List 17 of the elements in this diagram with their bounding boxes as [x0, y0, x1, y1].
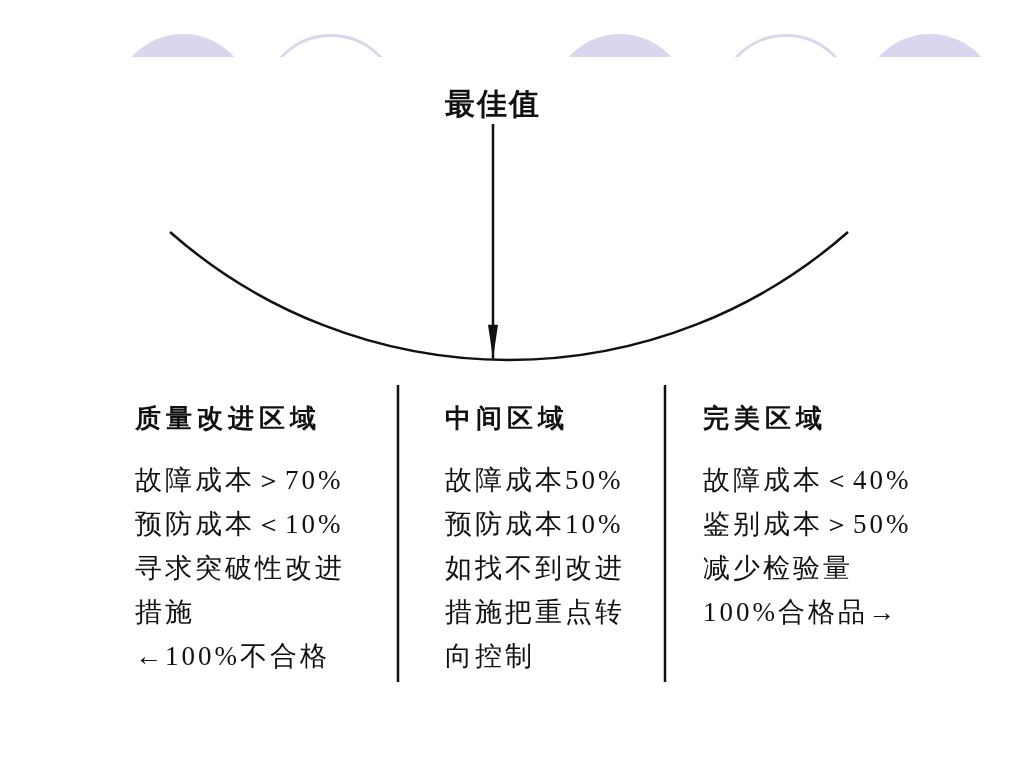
cost-curve	[168, 230, 850, 362]
region-heading: 质量改进区域	[135, 403, 321, 435]
region-heading: 中间区域	[445, 403, 569, 435]
region-note: 故障成本＞70%	[135, 464, 344, 497]
region-note: 故障成本50%	[445, 464, 624, 497]
region-heading: 完美区域	[703, 403, 827, 435]
region-note: 100%合格品→	[703, 596, 898, 629]
region-note: 鉴别成本＞50%	[703, 508, 912, 541]
region-note: 预防成本10%	[445, 508, 624, 541]
region-note: 预防成本＜10%	[135, 508, 344, 541]
arrow	[488, 124, 498, 359]
region-note: 减少检验量	[703, 552, 853, 585]
region-note: 如找不到改进措施把重点转向控制	[445, 552, 626, 673]
optimum-label: 最佳值	[445, 84, 541, 124]
region-note: ←100%不合格	[135, 640, 330, 673]
region-note: 故障成本＜40%	[703, 464, 912, 497]
region-note: 寻求突破性改进措施	[135, 552, 346, 629]
